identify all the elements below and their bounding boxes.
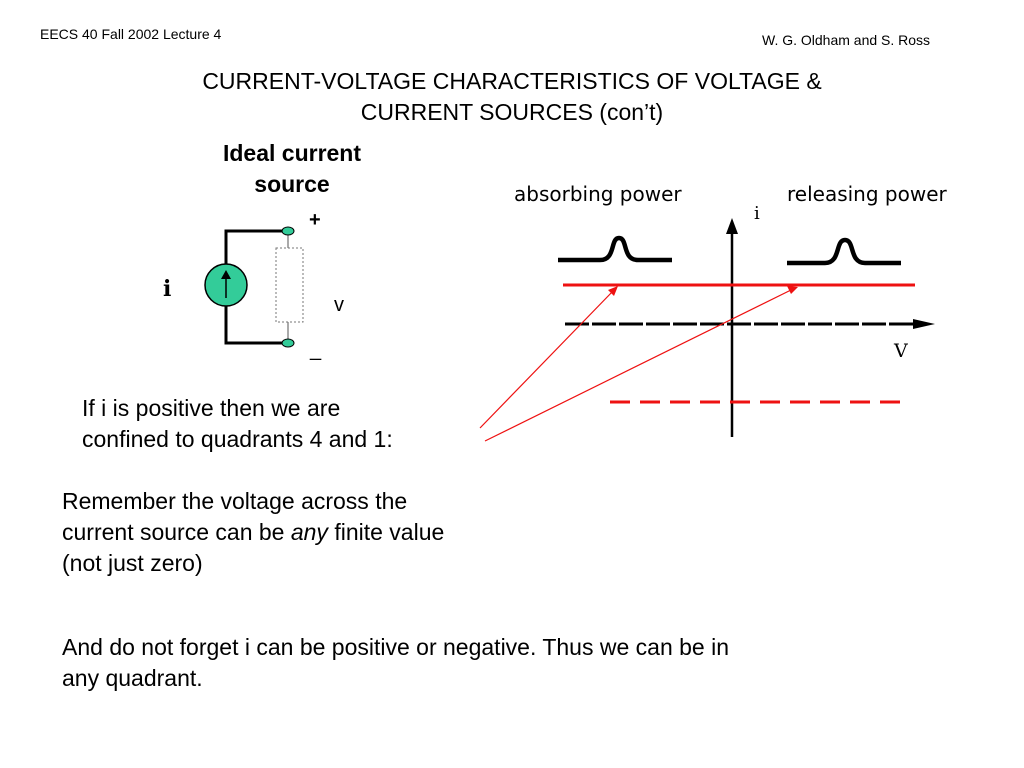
plus-label: + [309,209,321,231]
slide-title: CURRENT-VOLTAGE CHARACTERISTICS OF VOLTA… [110,66,914,128]
i-axis-arrow-icon [726,218,738,234]
circuit-title-line1: Ideal current [222,140,362,166]
v-axis-label: V [893,340,908,362]
paragraph-voltage-line1: Remember the voltage across the [62,488,408,514]
current-label: i [163,276,171,302]
iv-graph: i V [479,203,935,442]
pointer-arrow-releasing-icon [484,286,798,442]
course-header: EECS 40 Fall 2002 Lecture 4 [40,26,222,42]
paragraph-quadrants: If i is positive then we are confined to… [82,393,502,455]
slide-title-line1: CURRENT-VOLTAGE CHARACTERISTICS OF VOLTA… [202,68,822,94]
voltage-label: v [334,294,344,316]
paragraph-voltage-line2-start: current source can be [62,519,291,545]
paragraph-voltage-note: Remember the voltage across the current … [62,486,562,579]
emphasis-any: any [290,519,328,545]
terminal-bottom [281,338,295,348]
paragraph-voltage-line2-end: finite value [327,519,445,545]
absorbing-power-label: absorbing power [514,182,682,206]
pointer-arrow-absorbing-icon [479,286,618,429]
paragraph-any-quadrant-line2: any quadrant. [62,665,203,691]
paragraph-any-quadrant-line1: And do not forget i can be positive or n… [62,634,729,660]
v-axis-arrow-icon [913,319,935,329]
paragraph-quadrants-line2: confined to quadrants 4 and 1: [82,426,393,452]
open-circuit-load-box [275,247,304,323]
i-axis-label: i [754,203,760,224]
releasing-power-label: releasing power [787,182,947,206]
circuit-diagram: i + v _ [163,209,344,361]
slide-title-line2: CURRENT SOURCES (con’t) [360,99,664,125]
brace-releasing-icon [787,237,901,266]
terminal-top [281,226,295,236]
paragraph-voltage-line3: (not just zero) [62,550,203,576]
minus-label: _ [309,339,322,361]
paragraph-quadrants-line1: If i is positive then we are [82,395,341,421]
paragraph-any-quadrant: And do not forget i can be positive or n… [62,632,942,694]
circuit-title: Ideal current source [192,138,392,200]
circuit-title-line2: source [254,171,330,197]
brace-absorbing-icon [558,235,672,263]
author-header: W. G. Oldham and S. Ross [762,32,931,48]
current-direction-arrow-icon [221,270,231,298]
paragraph-voltage-line2: current source can be any finite value [62,517,562,548]
